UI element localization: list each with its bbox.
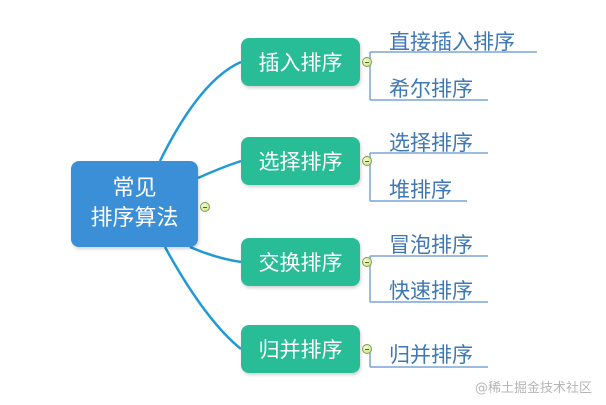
collapse-icon[interactable] xyxy=(362,344,372,354)
category-label: 交换排序 xyxy=(258,251,343,275)
watermark: @稀土掘金技术社区 xyxy=(474,381,592,396)
leaf-node[interactable]: 归并排序 xyxy=(389,343,473,367)
root-title-line1: 常见 xyxy=(112,176,157,201)
root-connector-merge xyxy=(163,246,242,350)
category-label: 插入排序 xyxy=(258,51,343,75)
leaf-node[interactable]: 快速排序 xyxy=(389,279,473,303)
leaf-node[interactable]: 希尔排序 xyxy=(389,77,473,101)
leaf-node[interactable]: 直接插入排序 xyxy=(389,30,515,54)
leaf-node[interactable]: 选择排序 xyxy=(389,131,473,155)
category-node-exchange[interactable]: 交换排序 xyxy=(241,238,360,286)
category-node-merge[interactable]: 归并排序 xyxy=(241,325,360,373)
root-connector-selection xyxy=(197,159,242,180)
category-node-selection[interactable]: 选择排序 xyxy=(241,137,360,185)
root-connector-exchange xyxy=(189,245,242,264)
category-label: 归并排序 xyxy=(258,338,343,362)
category-label: 选择排序 xyxy=(258,150,343,174)
category-node-insertion[interactable]: 插入排序 xyxy=(241,38,360,86)
leaf-node[interactable]: 堆排序 xyxy=(389,178,452,202)
leaf-node[interactable]: 冒泡排序 xyxy=(389,233,473,257)
root-connector-insertion xyxy=(158,60,242,162)
root-node[interactable]: 常见 排序算法 xyxy=(71,161,198,247)
collapse-icon[interactable] xyxy=(362,57,372,67)
root-title-line2: 排序算法 xyxy=(90,206,179,231)
collapse-icon[interactable] xyxy=(362,257,372,267)
collapse-icon[interactable] xyxy=(200,202,210,212)
collapse-icon[interactable] xyxy=(362,156,372,166)
